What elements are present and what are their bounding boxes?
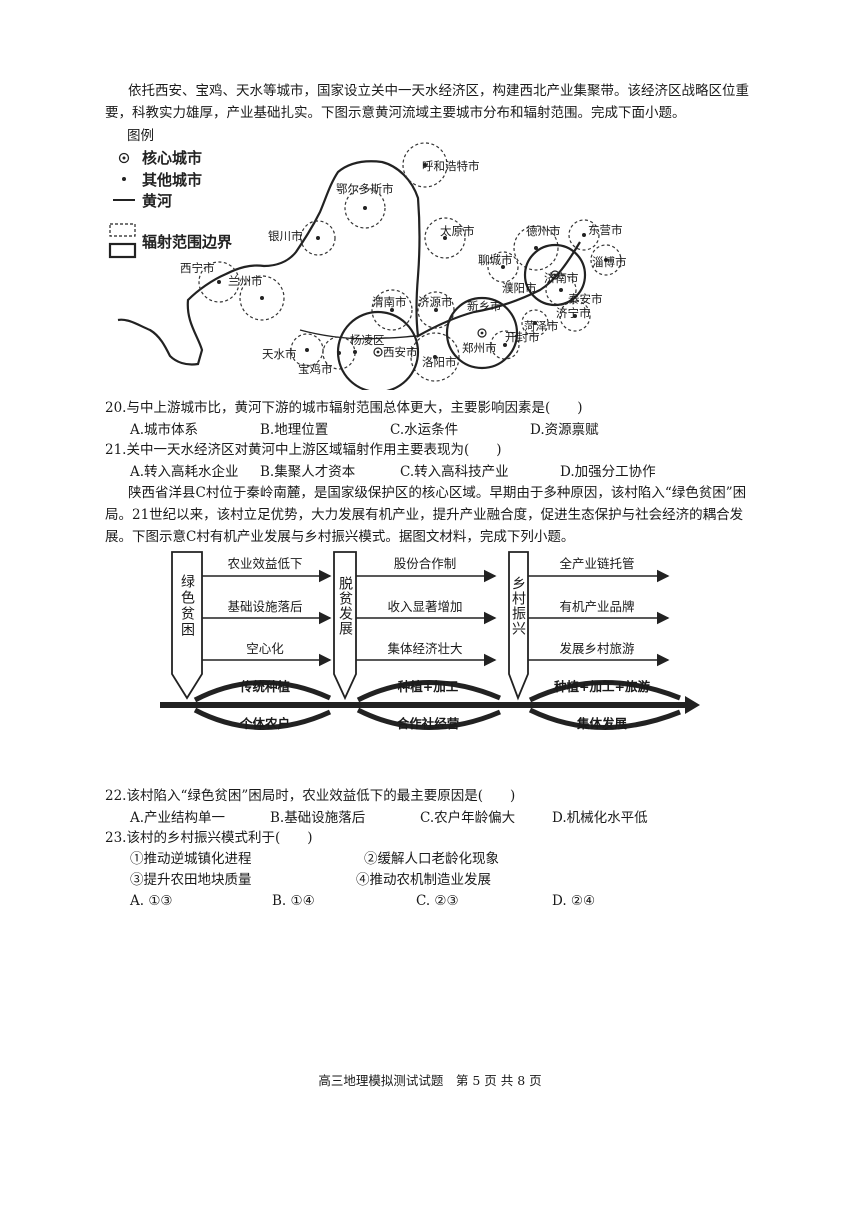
- q22-option-c[interactable]: C.农户年龄偏大: [420, 810, 516, 826]
- col2-item-3: 集体经济壮大: [387, 641, 462, 656]
- q22-option-b[interactable]: B.基础设施落后: [270, 810, 366, 826]
- col2-item-1: 股份合作制: [394, 556, 457, 571]
- legend-yellow-river: 黄河: [142, 192, 172, 210]
- village-development-diagram: 绿色贫困 脱贫发展 乡村振兴 农业效益低下 基础设施落后 空心化 股份合作制 收…: [160, 551, 700, 731]
- legend-title: 图例: [127, 128, 154, 144]
- lower-label-1: 个体农户: [239, 716, 290, 731]
- legend-core-city: 核心城市: [142, 149, 202, 167]
- q20-option-a[interactable]: A.城市体系: [130, 422, 199, 438]
- q20-option-d[interactable]: D.资源禀赋: [530, 422, 599, 438]
- city-dezhou: 德州市: [526, 224, 561, 238]
- radiation-boundary-legend-symbol: [108, 242, 137, 259]
- upper-label-2: 种植+加工: [397, 679, 459, 694]
- city-luoyang: 洛阳市: [422, 355, 457, 369]
- q20-option-c[interactable]: C.水运条件: [390, 422, 459, 438]
- stage-green-poverty: 绿色贫困: [179, 574, 195, 638]
- question-22-stem: 22.该村陷入“绿色贫困”困局时，农业效益低下的最主要原因是( ): [105, 788, 516, 804]
- city-heze: 菏泽市: [524, 319, 559, 333]
- page-footer: 高三地理模拟测试试题 第 5 页 共 8 页: [318, 1073, 542, 1088]
- question-23-stem: 23.该村的乡村振兴模式利于( ): [105, 830, 313, 846]
- q23-item-3: ③提升农田地块质量: [130, 872, 252, 888]
- yellow-river-map: 核心城市 其他城市 黄河 辐射范围边界: [108, 142, 627, 390]
- q22-option-a[interactable]: A.产业结构单一: [130, 810, 226, 826]
- lower-label-2: 合作社经营: [397, 716, 460, 731]
- other-city-legend-symbol: [122, 177, 126, 181]
- question-21-stem: 21.关中一天水经济区对黄河中上游区域辐射作用主要表现为( ): [105, 442, 502, 458]
- stage-poverty-alleviation: 脱贫发展: [337, 576, 353, 636]
- question-20-stem: 20.与中上游城市比，黄河下游的城市辐射范围总体更大，主要影响因素是( ): [105, 400, 583, 416]
- city-xian: 西安市: [383, 345, 418, 359]
- city-lanzhou: 兰州市: [228, 274, 263, 288]
- col1-item-1: 农业效益低下: [227, 556, 302, 571]
- intro-paragraph-2: 陕西省洋县C村位于秦岭南麓，是国家级保护区的核心区域。早期由于多种原因，该村陷入…: [105, 485, 747, 545]
- city-hohhot: 呼和浩特市: [422, 159, 480, 173]
- lower-label-3: 集体发展: [576, 716, 628, 731]
- city-puyang: 濮阳市: [502, 281, 537, 295]
- city-ordos: 鄂尔多斯市: [336, 182, 394, 196]
- q23-option-d[interactable]: D. ②④: [552, 893, 596, 909]
- q23-option-b[interactable]: B. ①④: [272, 893, 315, 909]
- q21-option-d[interactable]: D.加强分工协作: [560, 464, 656, 480]
- city-yinchuan: 银川市: [268, 229, 303, 243]
- upper-label-3: 种植+加工+旅游: [553, 679, 650, 694]
- q21-option-a[interactable]: A.转入高耗水企业: [130, 464, 239, 480]
- city-taiyuan: 太原市: [440, 224, 475, 238]
- city-baoji: 宝鸡市: [298, 362, 333, 376]
- city-weinan: 渭南市: [372, 295, 407, 309]
- map-legend: 核心城市 其他城市 黄河 辐射范围边界: [108, 149, 232, 259]
- city-xining: 西宁市: [180, 261, 215, 275]
- stage-rural-revitalization: 乡村振兴: [510, 576, 526, 636]
- legend-radiation-boundary: 辐射范围边界: [142, 233, 232, 251]
- city-tianshui: 天水市: [262, 347, 297, 361]
- legend-other-city: 其他城市: [142, 171, 202, 189]
- q23-option-a[interactable]: A. ①③: [130, 893, 173, 909]
- city-zhengzhou: 郑州市: [462, 341, 497, 355]
- col3-item-1: 全产业链托管: [559, 556, 634, 571]
- col3-item-3: 发展乡村旅游: [559, 641, 635, 656]
- city-xinxiang: 新乡市: [467, 299, 502, 313]
- q23-item-2: ②缓解人口老龄化现象: [364, 851, 499, 867]
- upper-label-1: 传统种植: [239, 679, 291, 694]
- city-taian: 泰安市: [568, 292, 603, 306]
- city-jining: 济宁市: [556, 306, 591, 320]
- intro-paragraph-1: 依托西安、宝鸡、天水等城市，国家设立关中一天水经济区，构建西北产业集聚带。该经济…: [105, 83, 749, 121]
- city-dongying: 东营市: [588, 223, 623, 237]
- core-city-legend-symbol: [118, 152, 130, 164]
- col1-item-2: 基础设施落后: [227, 599, 302, 614]
- city-zibo: 淄博市: [592, 255, 627, 269]
- q20-option-b[interactable]: B.地理位置: [260, 422, 329, 438]
- city-yangling: 杨凌区: [350, 333, 385, 347]
- q22-option-d[interactable]: D.机械化水平低: [552, 810, 648, 826]
- q23-item-1: ①推动逆城镇化进程: [130, 851, 252, 867]
- q23-item-4: ④推动农机制造业发展: [356, 872, 491, 888]
- q21-option-c[interactable]: C.转入高科技产业: [400, 464, 509, 480]
- city-liaocheng: 聊城市: [478, 253, 513, 267]
- col1-item-3: 空心化: [246, 641, 284, 656]
- col2-item-2: 收入显著增加: [387, 599, 462, 614]
- city-jiyuan: 济源市: [418, 295, 453, 309]
- yellow-river-line: [117, 160, 581, 366]
- city-jinan: 济南市: [544, 271, 579, 285]
- city-kaifeng: 开封市: [505, 330, 540, 344]
- col3-item-2: 有机产业品牌: [559, 599, 634, 614]
- q21-option-b[interactable]: B.集聚人才资本: [260, 464, 356, 480]
- q23-option-c[interactable]: C. ②③: [416, 893, 459, 909]
